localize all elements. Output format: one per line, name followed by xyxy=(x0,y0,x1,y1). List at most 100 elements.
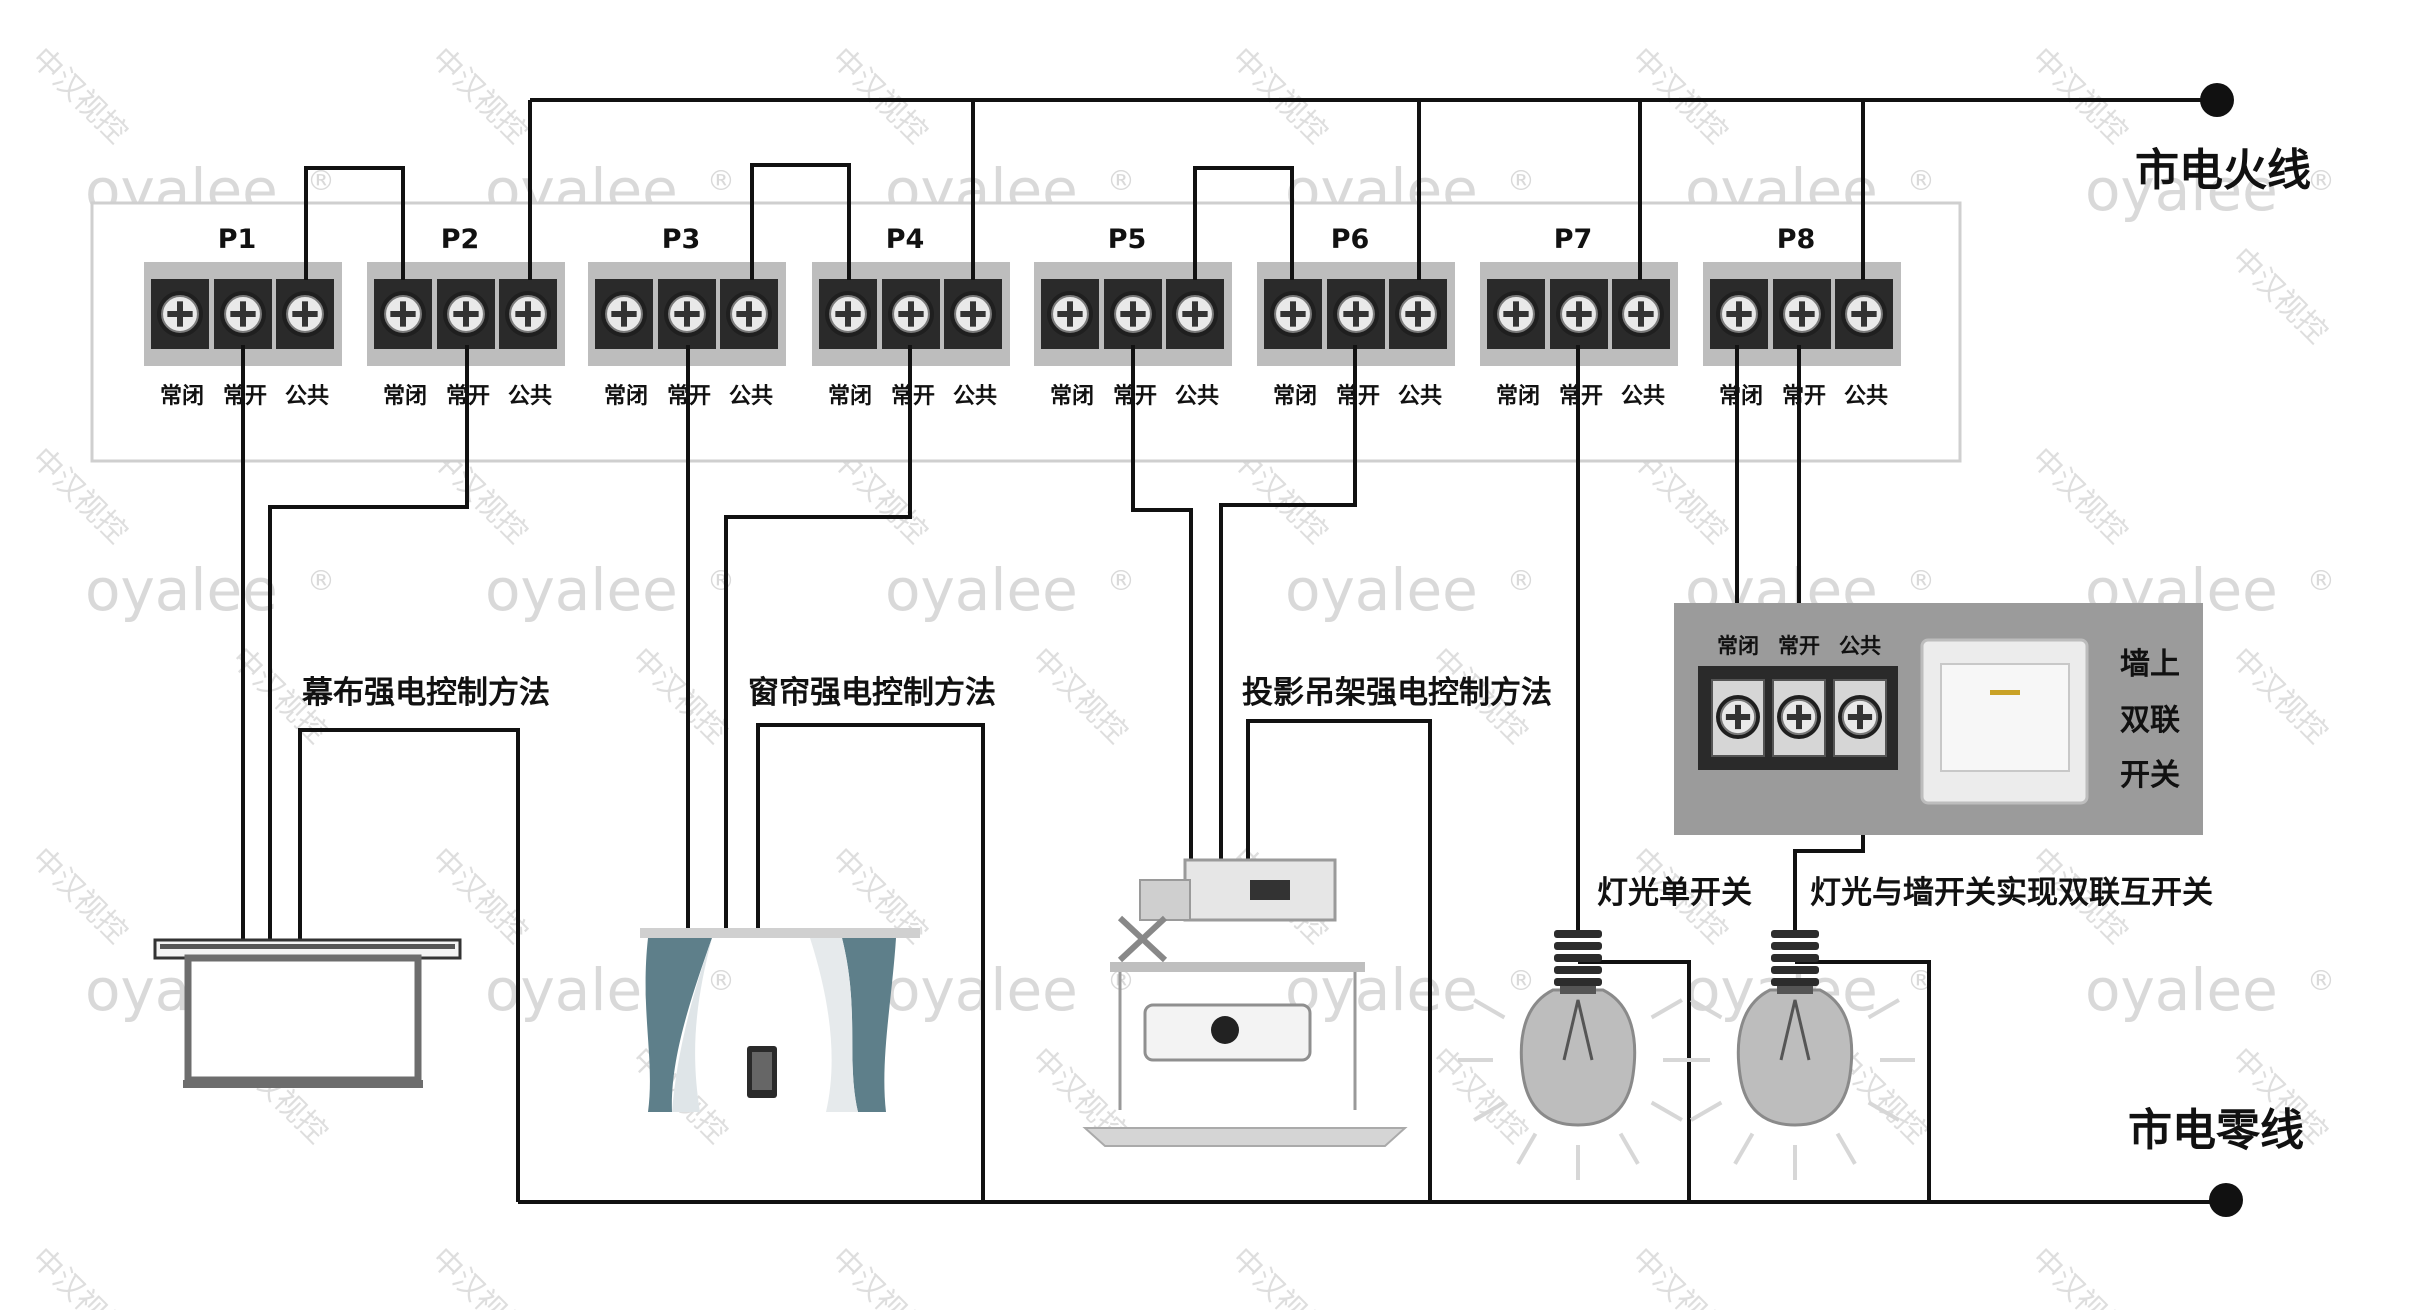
watermark-cn: 中汉视控 xyxy=(24,841,134,951)
projector-lift-icon xyxy=(1082,858,1408,1147)
terminal-screw-no xyxy=(664,291,710,337)
terminal-label-nc: 常闭 xyxy=(1719,383,1763,409)
relay-name: P8 xyxy=(1777,224,1816,255)
mains-live-label: 市电火线 xyxy=(2135,145,2311,196)
terminal-screw-nc xyxy=(1047,291,1093,337)
watermark-cn: 中汉视控 xyxy=(824,41,934,151)
relay-name: P7 xyxy=(1554,224,1593,255)
screen-method-label: 幕布强电控制方法 xyxy=(301,675,550,711)
watermark-mark: ® xyxy=(707,164,735,197)
terminal-screw-com xyxy=(282,291,328,337)
terminal-label-nc: 常闭 xyxy=(1273,383,1317,409)
terminal-screw-no xyxy=(1333,291,1379,337)
watermark-brand: oyalee xyxy=(2085,956,2278,1024)
terminal-label-com: 公共 xyxy=(1844,384,1888,409)
watermark-cn: 中汉视控 xyxy=(2024,41,2134,151)
terminal-label-nc: 常闭 xyxy=(1496,383,1540,409)
light-single-neutral-wire xyxy=(1578,960,1691,1202)
watermark-cn: 中汉视控 xyxy=(24,1241,134,1310)
projector-lift-method-label: 投影吊架强电控制方法 xyxy=(1242,675,1552,711)
terminal-label-nc: 常闭 xyxy=(383,383,427,409)
bridge-p5-p6 xyxy=(1193,166,1294,280)
watermark-cn: 中汉视控 xyxy=(624,641,734,751)
curtain-method-label: 窗帘强电控制方法 xyxy=(748,675,996,711)
lift-wire-p6 xyxy=(1219,345,1357,862)
watermark-brand: oyalee xyxy=(1285,556,1478,624)
mains-neutral-label: 市电零线 xyxy=(2128,1105,2304,1156)
terminal-screw-com xyxy=(1172,291,1218,337)
projection-screen-icon xyxy=(153,938,462,1088)
terminal-screw-no xyxy=(1779,291,1825,337)
terminal-label-nc: 常闭 xyxy=(604,383,648,409)
terminal-label-com: 公共 xyxy=(508,384,552,409)
terminal-label-no: 常开 xyxy=(1559,383,1603,409)
relay-name: P3 xyxy=(662,224,701,255)
screen-neutral-wire xyxy=(298,728,520,1202)
terminal-screw-nc xyxy=(380,291,426,337)
relay-p7: P7 常闭常开公共 xyxy=(1480,224,1678,409)
terminal-label-nc: 常闭 xyxy=(160,383,204,409)
wall-terminal-label-com: 公共 xyxy=(1839,634,1881,658)
switch-indicator xyxy=(1990,690,2020,695)
watermark-cn: 中汉视控 xyxy=(1424,1041,1534,1151)
terminal-screw-nc xyxy=(157,291,203,337)
screen-wire-p2 xyxy=(268,345,469,943)
watermark-mark: ® xyxy=(2307,164,2335,197)
terminal-label-com: 公共 xyxy=(1175,384,1219,409)
terminal-screw-no xyxy=(1110,291,1156,337)
terminal-screw-com xyxy=(1618,291,1664,337)
terminal-label-com: 公共 xyxy=(953,384,997,409)
terminal-screw-nc xyxy=(1716,291,1762,337)
terminal-label-com: 公共 xyxy=(1398,384,1442,409)
wall-switch-label-2: 双联 xyxy=(2120,703,2180,738)
watermark-mark: ® xyxy=(1507,164,1535,197)
relay-name: P6 xyxy=(1331,224,1370,255)
watermark-cn: 中汉视控 xyxy=(1224,41,1334,151)
terminal-screw-nc xyxy=(1493,291,1539,337)
relay-name: P1 xyxy=(218,224,257,255)
watermark-mark: ® xyxy=(2307,964,2335,997)
bridge-p1-p2 xyxy=(304,166,405,280)
terminal-label-com: 公共 xyxy=(729,384,773,409)
terminal-screw-com xyxy=(1841,291,1887,337)
watermark-brand: oyalee xyxy=(885,556,1078,624)
wires xyxy=(241,83,2243,1217)
terminal-label-com: 公共 xyxy=(285,384,329,409)
terminal-screw-nc xyxy=(1270,291,1316,337)
bulb-single-switch xyxy=(1458,930,1698,1180)
watermark-mark: ® xyxy=(1107,164,1135,197)
terminal-label-nc: 常闭 xyxy=(828,383,872,409)
neutral-terminal-dot xyxy=(2209,1183,2243,1217)
terminal-screw-no xyxy=(888,291,934,337)
relay-name: P5 xyxy=(1108,224,1147,255)
watermark-mark: ® xyxy=(2307,564,2335,597)
curtain-icon xyxy=(640,928,920,1112)
light-double-neutral-wire xyxy=(1795,960,1931,1202)
wall-screw-no xyxy=(1777,695,1821,739)
terminal-screw-com xyxy=(950,291,996,337)
terminal-label-com: 公共 xyxy=(1621,384,1665,409)
terminal-screw-com xyxy=(505,291,551,337)
watermark-cn: 中汉视控 xyxy=(424,1241,534,1310)
wall-double-switch: 常闭 常开 公共 墙上 双联 开关 xyxy=(1674,603,2203,835)
wall-switch-label-3: 开关 xyxy=(2120,758,2180,793)
relay-p3: P3常闭常开公共 xyxy=(588,224,786,409)
terminal-screw-com xyxy=(1395,291,1441,337)
light-double-label: 灯光与墙开关实现双联互开关 xyxy=(1810,875,2213,911)
relay-name: P4 xyxy=(886,224,925,255)
terminal-screw-no xyxy=(220,291,266,337)
watermark-mark: ® xyxy=(707,964,735,997)
lift-neutral-wire xyxy=(1246,719,1432,1202)
light-bulbs xyxy=(1458,930,1915,1180)
relay-p4: P4 常闭常开公共 xyxy=(812,224,1010,409)
watermark-brand: oyalee xyxy=(485,556,678,624)
terminal-screw-no xyxy=(443,291,489,337)
watermark-mark: ® xyxy=(307,564,335,597)
relay-groups: P1常闭常开公共P2常闭常开公共P3常闭常开公共P4常闭常开公共P5常闭常开公共… xyxy=(144,224,1901,409)
light-single-label: 灯光单开关 xyxy=(1597,875,1752,911)
watermark-mark: ® xyxy=(1507,564,1535,597)
curtain-neutral-wire xyxy=(756,723,985,1202)
terminal-label-no: 常开 xyxy=(891,383,935,409)
wall-screw-nc xyxy=(1716,695,1760,739)
